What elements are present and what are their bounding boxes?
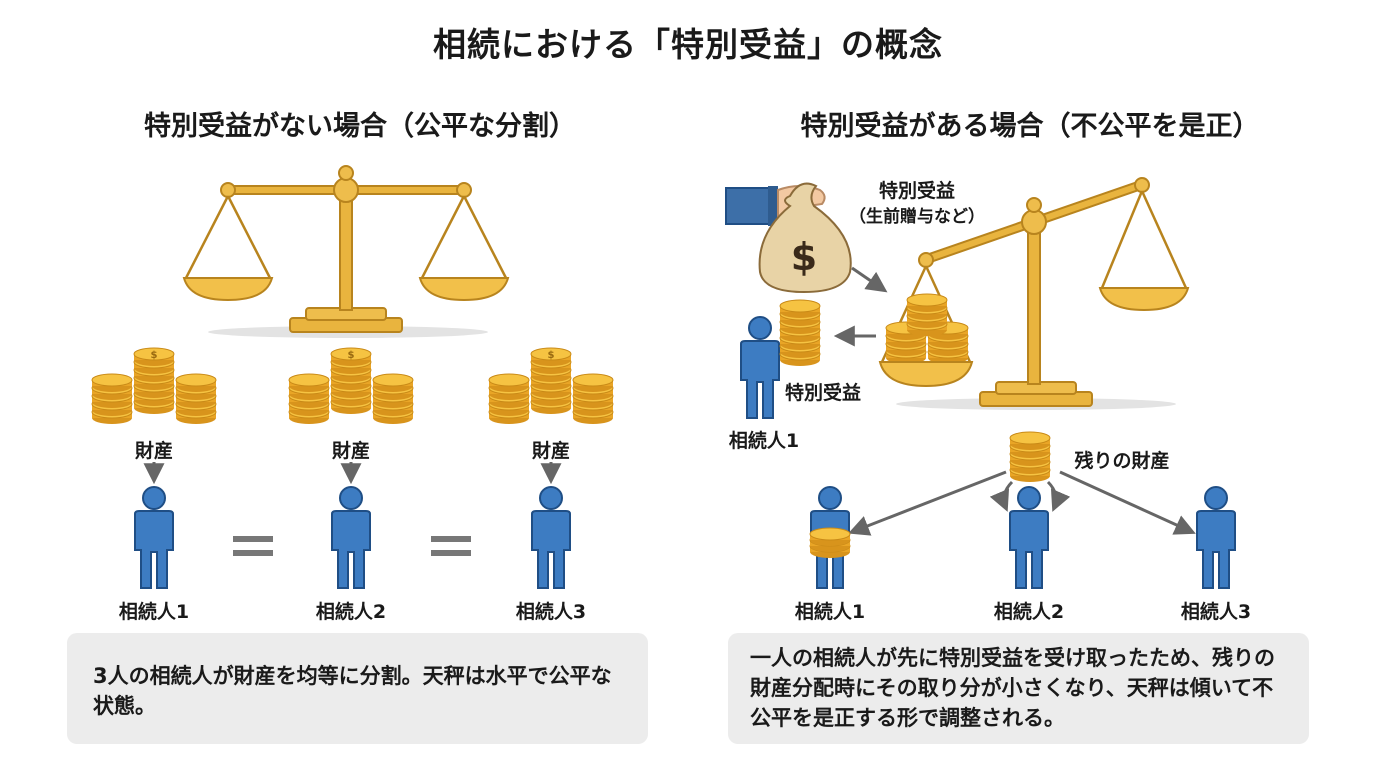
person-icon [1196,486,1236,589]
person-icon [134,486,174,589]
heir-label: 相続人2 [315,601,387,623]
heir-label: 相続人1 [118,601,190,623]
person-icon [531,486,571,589]
gift-label: 特別受益 [878,180,955,202]
gift-sublabel: （生前贈与など） [849,207,985,227]
right-explanation-box: 一人の相続人が先に特別受益を受け取ったため、残りの財産分配時にその取り分が小さく… [728,633,1309,744]
right-explanation-text: 一人の相続人が先に特別受益を受け取ったため、残りの財産分配時にその取り分が小さく… [750,646,1275,730]
equal-sign-icon [233,536,273,556]
equal-sign-icon [431,536,471,556]
money-bag-icon: $ [758,182,852,294]
heir-label: 相続人3 [1180,601,1252,623]
arrow-icon [989,480,1014,512]
asset-label: 財産 [531,440,570,462]
svg-text:$: $ [791,235,817,279]
arrow-icon [1046,480,1071,512]
person-icon [1009,486,1049,589]
remaining-coins-icon [1010,432,1050,482]
left-subtitle: 特別受益がない場合（公平な分割） [144,111,576,142]
coin-pile-1-icon [92,348,216,424]
left-explanation-box: 3人の相続人が財産を均等に分割。天秤は水平で公平な状態。 [67,633,648,744]
arrow-icon [851,266,888,293]
heir-label: 相続人2 [993,601,1065,623]
balanced-scale-icon [182,165,510,338]
received-label: 特別受益 [784,382,861,404]
arrow-icon [1059,470,1196,535]
asset-label: 財産 [134,440,173,462]
heir-label: 相続人1 [794,601,866,623]
person-icon [331,486,371,589]
recipient-label: 相続人1 [728,430,800,452]
coin-pile-2-icon [289,348,413,424]
held-coins-icon [780,300,820,366]
right-subtitle: 特別受益がある場合（不公平を是正） [800,111,1260,142]
remaining-label: 残りの財産 [1074,450,1170,472]
main-title: 相続における「特別受益」の概念 [433,25,943,64]
left-explanation-text: 3人の相続人が財産を均等に分割。天秤は水平で公平な状態。 [93,664,612,718]
arrow-icon [848,470,1007,536]
coin-pile-3-icon [489,348,613,424]
tilted-scale-icon [878,177,1190,410]
asset-label: 財産 [331,440,370,462]
small-coins-icon [809,527,851,559]
heir-label: 相続人3 [515,601,587,623]
